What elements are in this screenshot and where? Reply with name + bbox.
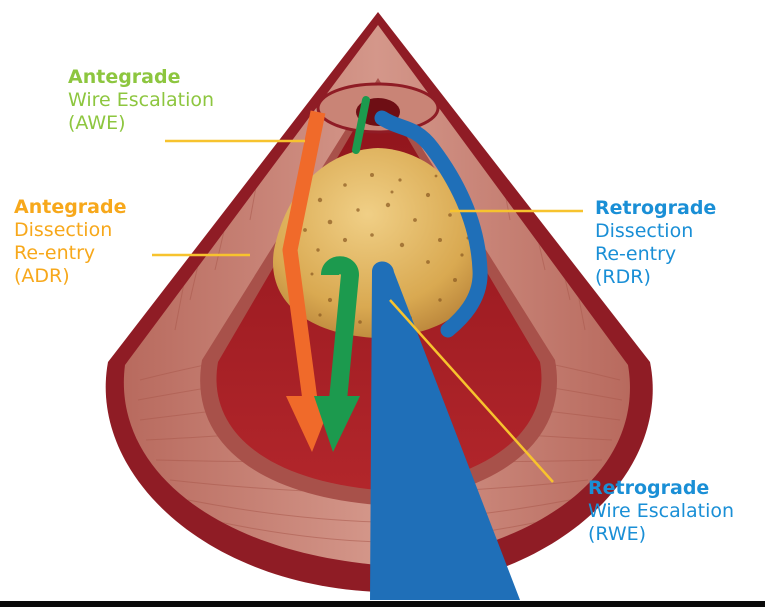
label-adr-line4: (ADR)	[14, 265, 126, 288]
label-rwe: Retrograde Wire Escalation (RWE)	[588, 477, 734, 546]
label-rdr-line1: Retrograde	[595, 197, 716, 220]
label-rwe-line2: Wire Escalation	[588, 500, 734, 523]
label-awe-line3: (AWE)	[68, 112, 214, 135]
bottom-border-bar	[0, 601, 765, 607]
label-adr-line3: Re-entry	[14, 242, 126, 265]
label-adr-line1: Antegrade	[14, 196, 126, 219]
label-awe-line2: Wire Escalation	[68, 89, 214, 112]
label-awe: Antegrade Wire Escalation (AWE)	[68, 66, 214, 135]
label-rdr: Retrograde Dissection Re-entry (RDR)	[595, 197, 716, 289]
label-adr-line2: Dissection	[14, 219, 126, 242]
label-rdr-line3: Re-entry	[595, 243, 716, 266]
label-adr: Antegrade Dissection Re-entry (ADR)	[14, 196, 126, 288]
label-rdr-line2: Dissection	[595, 220, 716, 243]
label-rdr-line4: (RDR)	[595, 266, 716, 289]
label-rwe-line1: Retrograde	[588, 477, 734, 500]
label-awe-line1: Antegrade	[68, 66, 214, 89]
label-rwe-line3: (RWE)	[588, 523, 734, 546]
